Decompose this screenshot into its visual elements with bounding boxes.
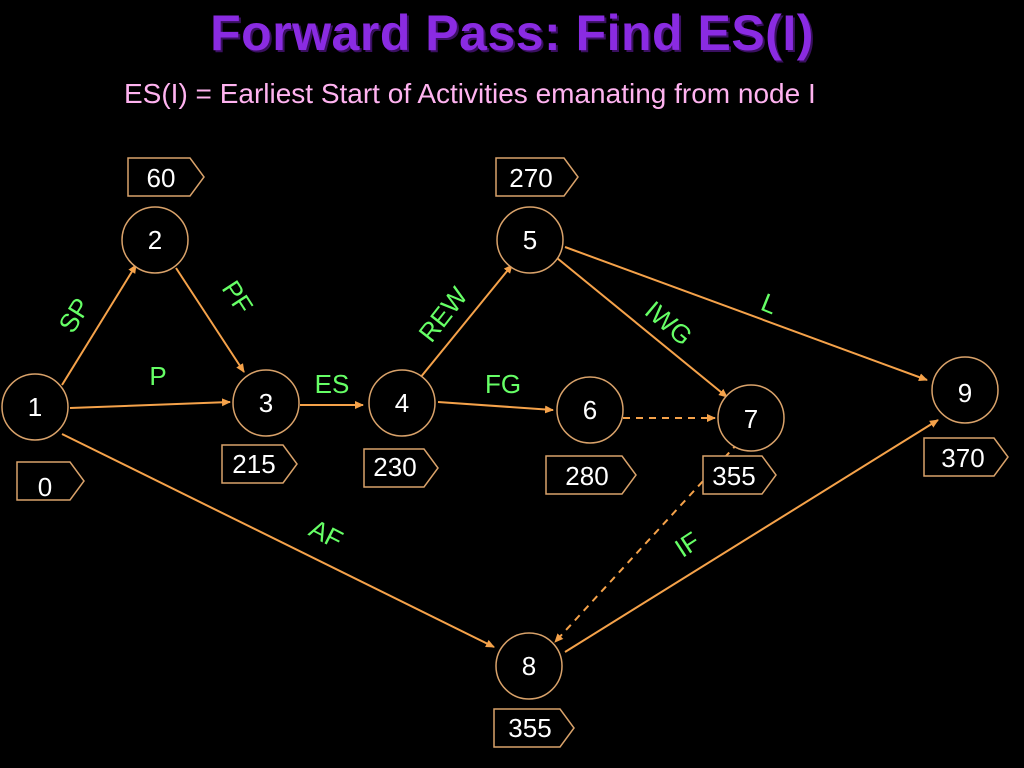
es-value-node-6: 280 <box>565 461 608 491</box>
edge-4-6 <box>437 401 554 414</box>
node-3: 3 <box>232 369 300 437</box>
edge-1-2 <box>61 264 137 386</box>
es-tag-node-6: 280 <box>545 455 637 495</box>
node-8: 8 <box>495 632 563 700</box>
dummy-edges <box>554 414 739 643</box>
node-5-label: 5 <box>523 225 537 255</box>
node-6: 6 <box>556 376 624 444</box>
edge-1-8 <box>61 433 495 648</box>
es-tag-node-9: 370 <box>923 437 1009 477</box>
activity-label-es: ES <box>315 369 350 399</box>
activity-label-l: L <box>757 287 782 320</box>
node-1: 1 <box>1 373 69 441</box>
es-tags: 0 60 215 230 270 280 355 355 <box>16 157 1009 748</box>
activity-label-fg: FG <box>485 369 521 399</box>
node-4: 4 <box>368 369 436 437</box>
node-3-label: 3 <box>259 388 273 418</box>
es-value-node-9: 370 <box>941 443 984 473</box>
activity-label-af: AF <box>304 513 347 555</box>
node-9-label: 9 <box>958 378 972 408</box>
es-value-node-3: 215 <box>232 449 275 479</box>
nodes: 1 2 3 4 5 6 7 8 <box>1 206 999 700</box>
edge-5-9 <box>564 246 928 381</box>
edge-5-7 <box>556 257 728 398</box>
page-title: Forward Pass: Find ES(I) <box>210 5 814 61</box>
es-value-node-1: 0 <box>38 472 52 502</box>
es-tag-node-2: 60 <box>127 157 205 197</box>
activity-label-rew: REW <box>412 281 473 348</box>
edges <box>61 246 939 653</box>
es-tag-node-3: 215 <box>221 444 298 484</box>
node-2: 2 <box>121 206 189 274</box>
activity-label-pf: PF <box>216 275 259 319</box>
node-8-label: 8 <box>522 651 536 681</box>
es-value-node-2: 60 <box>147 163 176 193</box>
es-tag-node-1: 0 <box>16 461 85 502</box>
activity-label-sp: SP <box>52 293 96 338</box>
es-tag-node-8: 355 <box>493 708 575 748</box>
es-tag-node-7: 355 <box>702 455 777 495</box>
node-7: 7 <box>717 384 785 452</box>
node-7-label: 7 <box>744 404 758 434</box>
node-1-label: 1 <box>28 392 42 422</box>
edge-8-9 <box>564 419 939 653</box>
edge-1-3 <box>69 398 231 409</box>
page-subtitle: ES(I) = Earliest Start of Activities ema… <box>124 78 816 109</box>
node-4-label: 4 <box>395 388 409 418</box>
es-value-node-7: 355 <box>712 461 755 491</box>
activity-label-p: P <box>149 361 166 391</box>
es-value-node-8: 355 <box>508 713 551 743</box>
node-6-label: 6 <box>583 395 597 425</box>
es-value-node-4: 230 <box>373 452 416 482</box>
activity-label-iwg: IWG <box>639 295 698 351</box>
activity-label-if: IF <box>669 526 705 564</box>
edge-4-5 <box>419 264 513 379</box>
es-tag-node-4: 230 <box>363 448 439 488</box>
node-9: 9 <box>931 356 999 424</box>
es-tag-node-5: 270 <box>495 157 579 197</box>
es-value-node-5: 270 <box>509 163 552 193</box>
edge-2-3 <box>175 267 245 373</box>
node-2-label: 2 <box>148 225 162 255</box>
node-5: 5 <box>496 206 564 274</box>
